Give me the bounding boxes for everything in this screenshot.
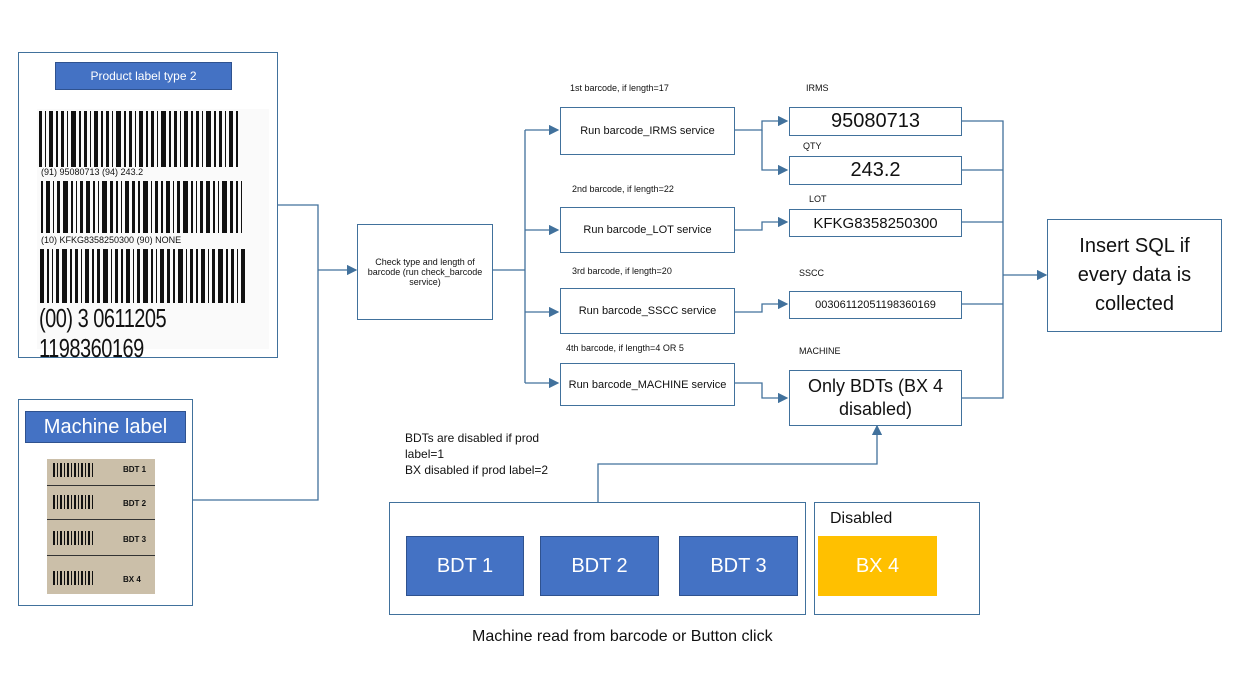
irms-service-box: Run barcode_IRMS service xyxy=(560,107,735,155)
barcode-3-icon xyxy=(40,249,245,303)
machine-button-panel: BDT 1 BDT 2 BDT 3 xyxy=(389,502,806,615)
machine-label: MACHINE xyxy=(799,346,841,356)
barcode-photo: (91) 95080713 (94) 243.2 (10) KFKG835825… xyxy=(37,109,269,364)
check-barcode-box: Check type and length of barcode (run ch… xyxy=(357,224,493,320)
rule-note-line-3: BX disabled if prod label=2 xyxy=(405,463,549,478)
bdt-2-button[interactable]: BDT 2 xyxy=(540,536,659,596)
bdt-1-button[interactable]: BDT 1 xyxy=(406,536,524,596)
irms-label: IRMS xyxy=(806,83,829,93)
condition-machine: 4th barcode, if length=4 OR 5 xyxy=(566,343,684,353)
divider xyxy=(47,519,155,520)
barcode-2-icon xyxy=(41,181,242,233)
caption: Machine read from barcode or Button clic… xyxy=(472,628,773,645)
qty-label: QTY xyxy=(803,141,822,151)
divider xyxy=(47,485,155,486)
product-label-title: Product label type 2 xyxy=(55,62,232,90)
machine-barcode-4-icon xyxy=(53,571,95,585)
machine-value-box: Only BDTs (BX 4 disabled) xyxy=(789,370,962,426)
barcode-1-icon xyxy=(39,111,238,167)
machine-service-box: Run barcode_MACHINE service xyxy=(560,363,735,406)
barcode-text-3: (00) 3 0611205 1198360169 xyxy=(39,305,167,364)
machine-label-panel: Machine label BDT 1 BDT 2 BDT 3 BX 4 xyxy=(18,399,193,606)
irms-value-box: 95080713 xyxy=(789,107,962,136)
sscc-value-box: 00306112051198360169 xyxy=(789,291,962,319)
bx-4-button[interactable]: BX 4 xyxy=(818,536,937,596)
machine-label-photo: BDT 1 BDT 2 BDT 3 BX 4 xyxy=(47,459,155,594)
bdt-3-button[interactable]: BDT 3 xyxy=(679,536,798,596)
divider xyxy=(47,555,155,556)
insert-sql-box: Insert SQL if every data is collected xyxy=(1047,219,1222,332)
sscc-service-box: Run barcode_SSCC service xyxy=(560,288,735,334)
qty-value-box: 243.2 xyxy=(789,156,962,185)
barcode-text-2: (10) KFKG8358250300 (90) NONE xyxy=(41,235,182,245)
lot-service-box: Run barcode_LOT service xyxy=(560,207,735,253)
machine-barcode-1-icon xyxy=(53,463,95,477)
lot-label: LOT xyxy=(809,194,827,204)
disabled-panel: Disabled BX 4 xyxy=(814,502,980,615)
condition-irms: 1st barcode, if length=17 xyxy=(570,83,669,93)
machine-row-3: BDT 3 xyxy=(123,535,147,544)
machine-label-title: Machine label xyxy=(25,411,186,443)
rule-note-line-2: label=1 xyxy=(405,447,445,462)
machine-row-4: BX 4 xyxy=(123,575,141,584)
rule-note-line-1: BDTs are disabled if prod xyxy=(405,431,540,445)
machine-barcode-2-icon xyxy=(53,495,95,509)
machine-row-1: BDT 1 xyxy=(123,465,147,474)
barcode-text-1: (91) 95080713 (94) 243.2 xyxy=(41,167,144,177)
condition-lot: 2nd barcode, if length=22 xyxy=(572,184,674,194)
lot-value-box: KFKG8358250300 xyxy=(789,209,962,237)
condition-sscc: 3rd barcode, if length=20 xyxy=(572,266,672,276)
disabled-label: Disabled xyxy=(830,510,893,527)
machine-row-2: BDT 2 xyxy=(123,499,147,508)
product-label-panel: Product label type 2 (91) 95080713 (94) … xyxy=(18,52,278,364)
sscc-label: SSCC xyxy=(799,268,825,278)
machine-barcode-3-icon xyxy=(53,531,95,545)
rule-note: BDTs are disabled if prod label=1 BX dis… xyxy=(405,430,548,479)
